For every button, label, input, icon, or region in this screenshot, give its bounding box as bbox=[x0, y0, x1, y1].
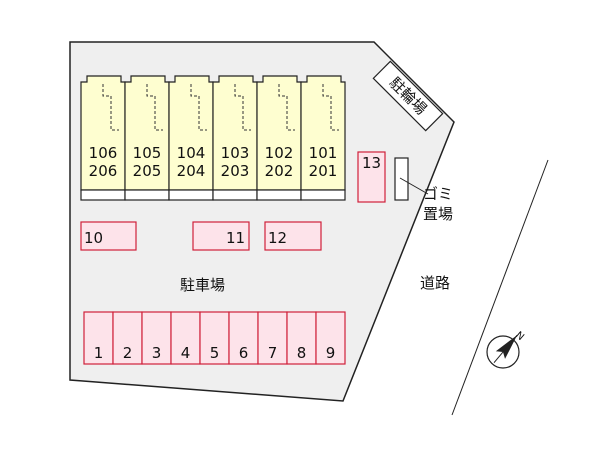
parking-slot-13-label: 13 bbox=[362, 154, 381, 172]
unit-stair-outline bbox=[146, 84, 163, 131]
parking-slot-11-label: 11 bbox=[226, 229, 245, 247]
unit-number-upper: 103 bbox=[221, 144, 250, 162]
parking-slot-10 bbox=[80, 221, 137, 251]
parking-slot-12 bbox=[264, 221, 322, 251]
unit-number-lower: 204 bbox=[177, 162, 206, 180]
parking-slot bbox=[286, 311, 317, 365]
parking-slot-label: 2 bbox=[123, 344, 133, 362]
unit-number-upper: 104 bbox=[177, 144, 206, 162]
parking-slot-12-label: 12 bbox=[268, 229, 287, 247]
unit-balcony bbox=[124, 189, 170, 201]
unit-number-upper: 106 bbox=[89, 144, 118, 162]
unit-stair-outline bbox=[278, 84, 295, 131]
parking-slot-10-label: 10 bbox=[84, 229, 103, 247]
unit-balcony bbox=[300, 189, 346, 201]
parking-slot bbox=[228, 311, 259, 365]
unit-number-lower: 202 bbox=[265, 162, 294, 180]
parking-slot-label: 3 bbox=[152, 344, 162, 362]
parking-slot-label: 6 bbox=[239, 344, 249, 362]
parking-slot-label: 7 bbox=[268, 344, 278, 362]
parking-slot-label: 4 bbox=[181, 344, 191, 362]
unit-number-lower: 206 bbox=[89, 162, 118, 180]
unit-stair-outline bbox=[234, 84, 251, 131]
unit-stair-outline bbox=[102, 84, 119, 131]
parking-slot-label: 8 bbox=[297, 344, 307, 362]
garbage-label-line1: ゴミ bbox=[423, 185, 453, 203]
parking-slot bbox=[170, 311, 201, 365]
parking-slot-label: 5 bbox=[210, 344, 220, 362]
parking-slot bbox=[315, 311, 346, 365]
unit-number-lower: 201 bbox=[309, 162, 338, 180]
unit-balcony bbox=[256, 189, 302, 201]
parking-slot bbox=[141, 311, 172, 365]
parking-slot-13 bbox=[357, 151, 386, 203]
parking-slot bbox=[112, 311, 143, 365]
parking-slot-11 bbox=[192, 221, 250, 251]
unit-balcony bbox=[80, 189, 126, 201]
unit-number-upper: 101 bbox=[309, 144, 338, 162]
unit-number-upper: 105 bbox=[133, 144, 162, 162]
unit-number-lower: 205 bbox=[133, 162, 162, 180]
unit-number-lower: 203 bbox=[221, 162, 250, 180]
road-label: 道路 bbox=[420, 274, 450, 292]
garbage-label-line2: 置場 bbox=[423, 205, 453, 223]
parking-slot-label: 1 bbox=[94, 344, 104, 362]
parking-lot-label: 駐車場 bbox=[180, 276, 225, 294]
parking-slot bbox=[257, 311, 288, 365]
parking-slot bbox=[199, 311, 230, 365]
garbage-pointer bbox=[399, 177, 429, 195]
north-arrow: N bbox=[486, 330, 526, 369]
unit-stair-outline bbox=[190, 84, 207, 131]
road-edge-right bbox=[451, 159, 549, 416]
unit-balcony bbox=[168, 189, 214, 201]
parking-slot-label: 9 bbox=[326, 344, 336, 362]
parking-row: 1 2 3 4 5 6 7 8 9 bbox=[83, 311, 346, 365]
unit-stair-outline bbox=[322, 84, 339, 131]
unit-number-upper: 102 bbox=[265, 144, 294, 162]
parking-slot bbox=[83, 311, 114, 365]
unit-balcony bbox=[212, 189, 258, 201]
